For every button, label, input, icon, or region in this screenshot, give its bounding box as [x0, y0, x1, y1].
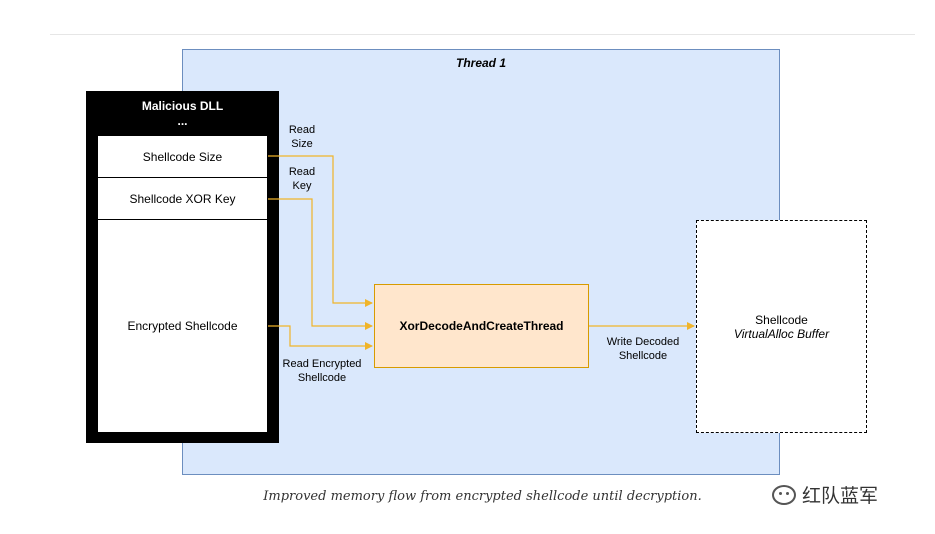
label-read-key: Read Key: [288, 166, 316, 192]
label-read-encrypted: Read Encrypted Shellcode: [282, 358, 362, 384]
watermark-text: 红队蓝军: [802, 486, 879, 507]
dll-cell-encrypted-shellcode: Encrypted Shellcode: [97, 219, 268, 433]
label-read-size: Read Size: [288, 124, 316, 150]
dll-cell-xor-key: Shellcode XOR Key: [97, 177, 268, 220]
thread-title: Thread 1: [455, 56, 506, 70]
dll-cell-shellcode-size: Shellcode Size: [97, 135, 268, 178]
dll-title-ellipsis: ...: [177, 114, 188, 128]
edge-read-size: [268, 155, 373, 307]
wechat-icon: [772, 484, 796, 505]
top-divider: [50, 34, 915, 35]
edge-read-key: [268, 198, 373, 330]
watermark: 红队蓝军: [772, 481, 878, 508]
buffer-label: Shellcode: [755, 312, 808, 327]
virtualalloc-buffer-node: Shellcode VirtualAlloc Buffer: [696, 220, 867, 433]
xor-decode-node: XorDecodeAndCreateThread: [374, 284, 589, 368]
edge-read-encrypted: [268, 325, 373, 350]
dll-title: Malicious DLL ...: [86, 99, 279, 129]
label-write-decoded: Write Decoded Shellcode: [606, 336, 680, 362]
dll-title-name: Malicious DLL: [141, 99, 224, 113]
figure-caption: Improved memory flow from encrypted shel…: [263, 489, 702, 504]
buffer-sublabel: VirtualAlloc Buffer: [733, 326, 830, 341]
thread-container: [182, 49, 780, 475]
